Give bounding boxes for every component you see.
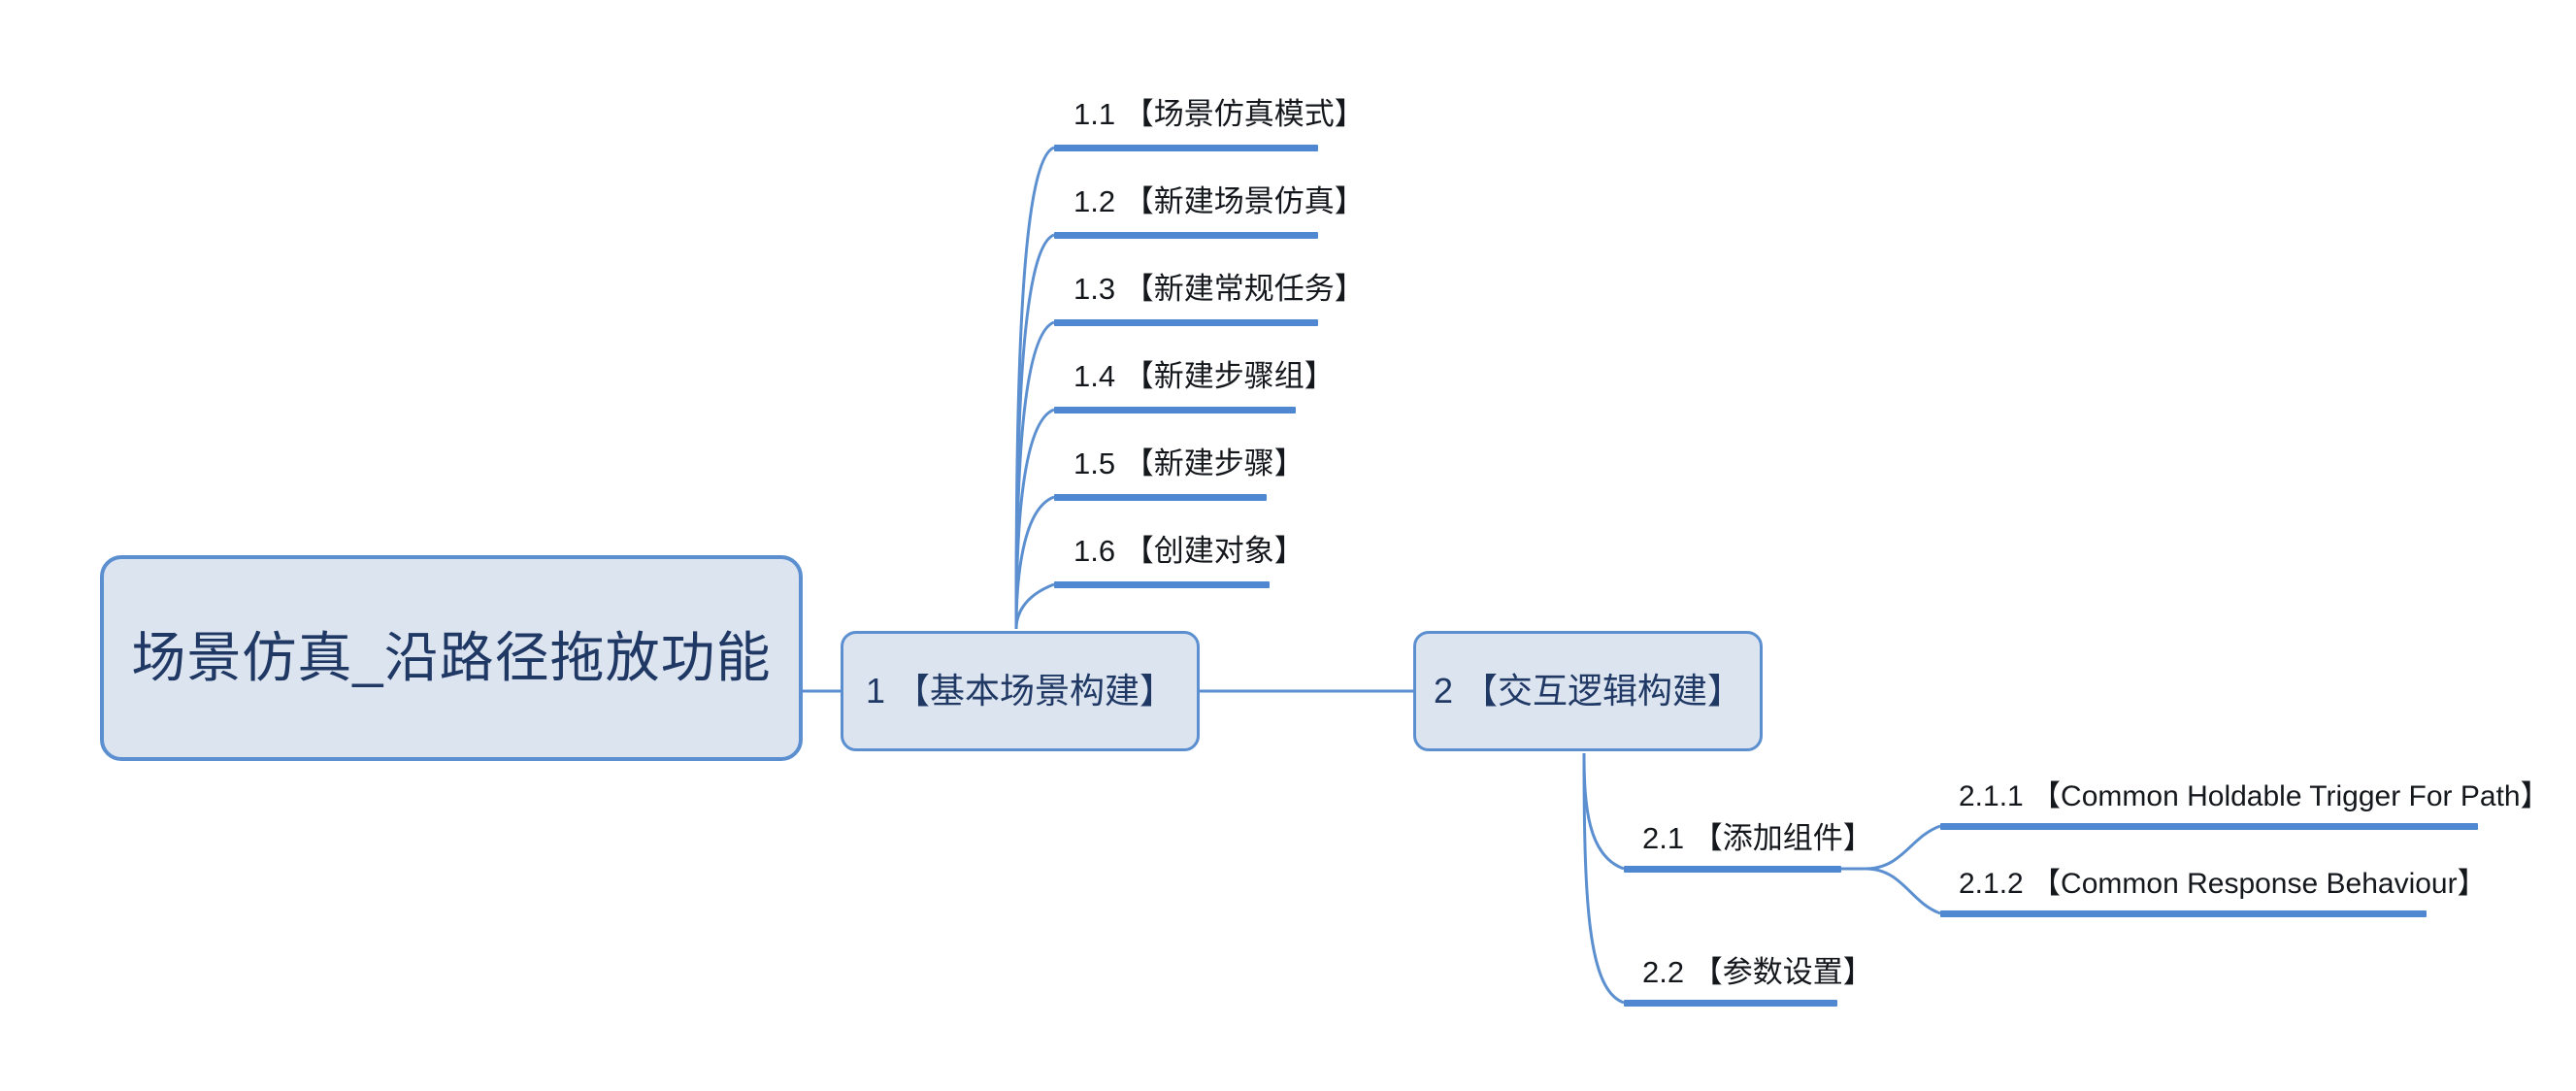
root-node[interactable]: 场景仿真_沿路径拖放功能	[100, 555, 803, 761]
edge-branch2-to-2-2	[1582, 752, 1625, 1005]
leaf-2-2-label: 2.2 【参数设置】	[1642, 955, 1873, 989]
leaf-1-6-label: 1.6 【创建对象】	[1073, 534, 1305, 568]
leaf-1-5-underline	[1054, 494, 1267, 501]
leaf-1-1-label: 1.1 【场景仿真模式】	[1073, 97, 1365, 131]
branch-node-1-label: 1 【基本场景构建】	[865, 671, 1175, 711]
edge-branch1-to-1-1	[1014, 146, 1055, 630]
leaf-1-6[interactable]: 1.6 【创建对象】	[1073, 536, 1305, 566]
leaf-1-3-underline	[1054, 319, 1318, 326]
leaf-2-1-1-underline	[1940, 823, 2478, 830]
edge-branch1-to-1-4	[1014, 408, 1055, 630]
edge-branch1-to-1-5	[1014, 495, 1055, 630]
leaf-1-2[interactable]: 1.2 【新建场景仿真】	[1073, 186, 1365, 216]
branch-node-2-label: 2 【交互逻辑构建】	[1433, 671, 1743, 711]
leaf-2-1-2[interactable]: 2.1.2 【Common Response Behaviour】	[1959, 870, 2487, 899]
leaf-2-2-underline	[1624, 1000, 1837, 1007]
leaf-1-1-underline	[1054, 145, 1318, 151]
edge-2-1-to-2-1-2	[1865, 867, 1941, 915]
leaf-1-4[interactable]: 1.4 【新建步骤组】	[1073, 361, 1335, 391]
edge-2-1-to-2-1-1	[1865, 824, 1941, 871]
edge-branch2-to-2-1	[1582, 752, 1625, 871]
edge-branch1-to-1-3	[1014, 320, 1055, 630]
leaf-2-1-2-underline	[1940, 910, 2427, 917]
leaf-1-2-underline	[1054, 232, 1318, 239]
leaf-1-1[interactable]: 1.1 【场景仿真模式】	[1073, 99, 1365, 129]
leaf-1-2-label: 1.2 【新建场景仿真】	[1073, 184, 1365, 218]
leaf-1-3-label: 1.3 【新建常规任务】	[1073, 272, 1365, 306]
root-node-label: 场景仿真_沿路径拖放功能	[131, 626, 772, 688]
leaf-1-5[interactable]: 1.5 【新建步骤】	[1073, 448, 1305, 479]
leaf-1-3[interactable]: 1.3 【新建常规任务】	[1073, 274, 1365, 304]
branch-node-2[interactable]: 2 【交互逻辑构建】	[1413, 631, 1763, 751]
leaf-2-1-1-label: 2.1.1 【Common Holdable Trigger For Path】	[1959, 780, 2550, 812]
leaf-2-2[interactable]: 2.2 【参数设置】	[1642, 957, 1873, 987]
leaf-1-4-label: 1.4 【新建步骤组】	[1073, 359, 1335, 393]
leaf-2-1-1[interactable]: 2.1.1 【Common Holdable Trigger For Path】	[1959, 782, 2550, 811]
leaf-2-1-label: 2.1 【添加组件】	[1642, 821, 1873, 855]
edge-branch1-to-1-2	[1014, 233, 1055, 630]
leaf-1-6-underline	[1054, 581, 1270, 588]
leaf-2-1[interactable]: 2.1 【添加组件】	[1642, 823, 1873, 853]
leaf-2-1-underline	[1624, 866, 1841, 873]
leaf-1-4-underline	[1054, 407, 1296, 413]
leaf-2-1-2-label: 2.1.2 【Common Response Behaviour】	[1959, 868, 2487, 900]
branch-node-1[interactable]: 1 【基本场景构建】	[841, 631, 1200, 751]
leaf-1-5-label: 1.5 【新建步骤】	[1073, 446, 1305, 480]
edge-branch1-to-1-6	[1014, 582, 1055, 630]
